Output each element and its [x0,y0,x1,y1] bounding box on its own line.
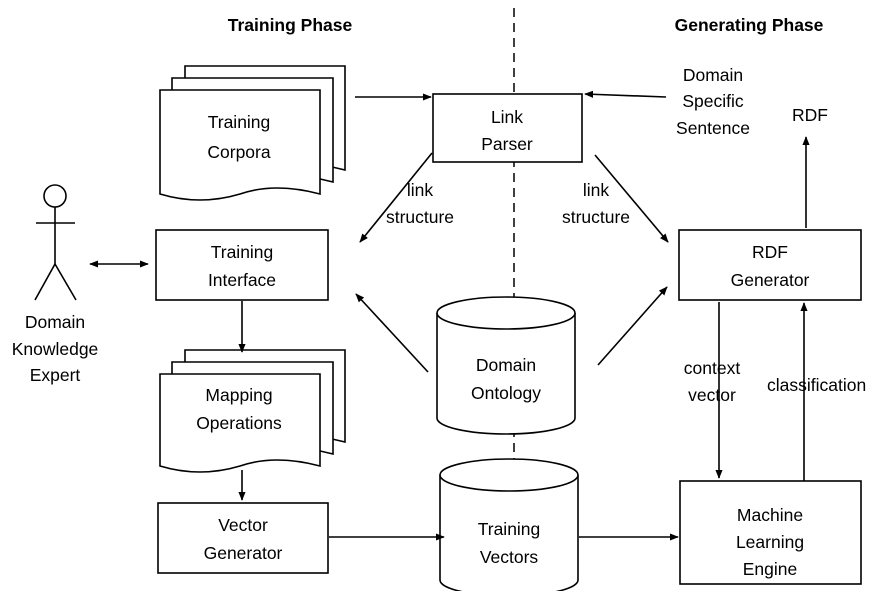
domain-sentence-label: Domain Specific Sentence [676,65,750,138]
svg-text:vector: vector [688,385,736,405]
svg-text:Training: Training [211,242,274,262]
mapping-operations-node: Mapping Operations [159,349,346,473]
svg-text:Training: Training [208,112,271,132]
svg-text:link: link [583,180,610,200]
svg-text:Knowledge: Knowledge [12,339,99,359]
rdf-generator-node: RDF Generator [678,229,862,301]
svg-text:Specific: Specific [682,91,744,111]
svg-text:Domain: Domain [476,355,536,375]
expert-actor-icon [34,184,77,301]
arrow-ontology-to-interface [355,293,429,373]
training-phase-heading: Training Phase [228,15,353,35]
arrow-parser-to-rdf-generator [594,154,669,243]
svg-text:Training: Training [478,519,541,539]
svg-text:Generator: Generator [731,270,810,290]
link-parser-node: Link Parser [432,93,583,163]
svg-text:Domain: Domain [683,65,743,85]
arrow-parser-to-interface [359,152,433,243]
svg-text:Link: Link [491,107,523,127]
svg-text:Machine: Machine [737,505,803,525]
svg-text:Operations: Operations [196,413,282,433]
svg-text:Expert: Expert [30,365,81,385]
svg-text:Learning: Learning [736,532,804,552]
context-vector-label: context vector [684,358,741,405]
svg-text:Parser: Parser [481,134,533,154]
svg-text:context: context [684,358,741,378]
vector-generator-node: Vector Generator [157,502,329,574]
svg-text:Domain: Domain [25,312,85,332]
svg-text:Corpora: Corpora [207,142,270,162]
svg-text:Mapping: Mapping [205,385,272,405]
svg-text:link: link [407,180,434,200]
arrow-ontology-to-rdf-generator [597,286,668,366]
svg-text:structure: structure [562,207,630,227]
training-interface-node: Training Interface [155,229,329,301]
ml-engine-node: Machine Learning Engine [679,480,862,585]
link-structure-label-left: link structure [386,180,454,227]
expert-label: Domain Knowledge Expert [12,312,99,385]
training-vectors-node: Training Vectors [439,458,579,591]
svg-text:Vectors: Vectors [480,547,539,567]
svg-text:RDF: RDF [752,242,788,262]
arrow-sentence-to-parser [584,90,667,98]
classification-label: classification [767,375,866,395]
svg-text:Vector: Vector [218,515,268,535]
training-corpora-node: Training Corpora [159,65,346,201]
svg-text:structure: structure [386,207,454,227]
domain-ontology-node: Domain Ontology [436,296,576,435]
svg-text:Engine: Engine [743,559,798,579]
svg-text:Generator: Generator [204,543,283,563]
svg-text:Interface: Interface [208,270,276,290]
rdf-output-label: RDF [792,105,828,125]
svg-text:Sentence: Sentence [676,118,750,138]
generating-phase-heading: Generating Phase [675,15,824,35]
svg-text:Ontology: Ontology [471,383,541,403]
link-structure-label-right: link structure [562,180,630,227]
